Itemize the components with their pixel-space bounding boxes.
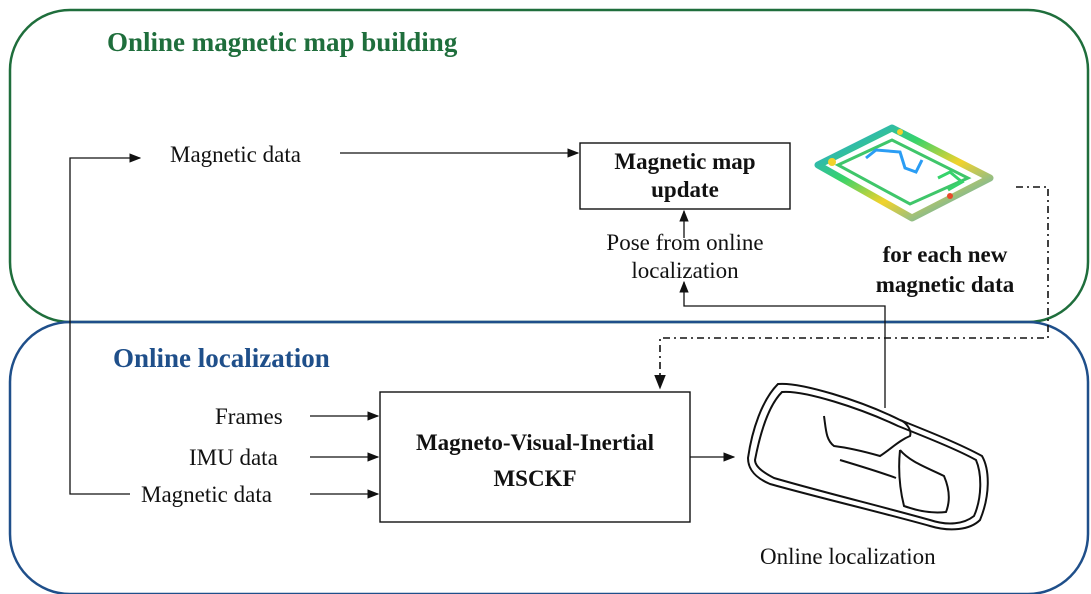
imu-data-label: IMU data: [189, 445, 278, 470]
online-localization-output-label: Online localization: [760, 544, 936, 569]
localization-title: Online localization: [113, 343, 330, 373]
frames-label: Frames: [215, 404, 283, 429]
pose-label: Pose from online localization: [580, 229, 790, 285]
update-frequency-note: for each new magnetic data: [845, 240, 1045, 300]
magnetic-data-label-top: Magnetic data: [170, 142, 301, 167]
magnetic-map-update-box: [579, 142, 791, 210]
map-update-line1: Magnetic map: [614, 149, 756, 174]
map-to-msckf-dashdot-arrow: [654, 186, 1049, 390]
pose-line2: localization: [631, 258, 739, 283]
note-line2: magnetic data: [875, 272, 1015, 297]
magnetic-data-label-bottom: Magnetic data: [141, 482, 272, 507]
note-line1: for each new: [882, 242, 1008, 267]
magnetic-data-loop-arrow: [69, 153, 142, 495]
localization-to-pose-arrow: [679, 280, 886, 408]
map-update-line2: update: [651, 177, 719, 202]
localization-panel: [8, 320, 1090, 594]
pose-line1: Pose from online: [606, 230, 764, 255]
trajectory-sketch-icon: [746, 382, 989, 531]
msckf-label: Magneto-Visual-Inertial MSCKF: [380, 425, 690, 497]
magnetic-map-heatmap-icon: [814, 124, 994, 222]
filter-line1: Magneto-Visual-Inertial: [415, 430, 655, 455]
magnetic-map-update-label: Magnetic map update: [580, 148, 790, 204]
filter-line2: MSCKF: [493, 466, 577, 491]
map-building-title: Online magnetic map building: [107, 27, 458, 57]
